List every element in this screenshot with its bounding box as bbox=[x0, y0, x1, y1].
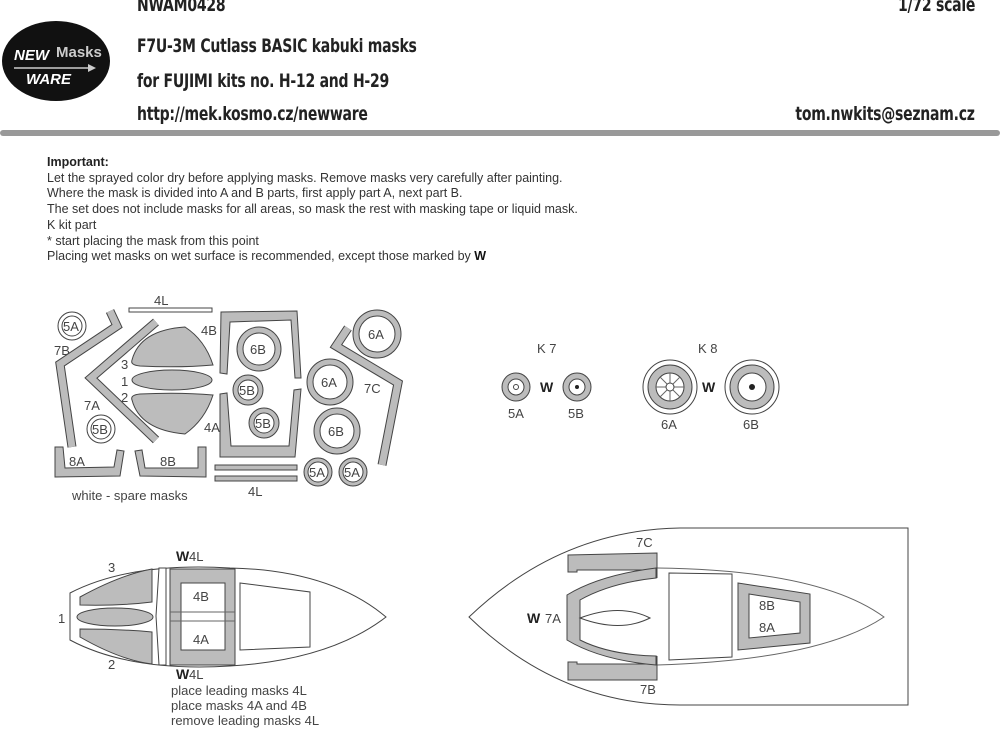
diagram-label: 5A bbox=[63, 319, 79, 334]
diagram-label: 8B bbox=[160, 454, 176, 469]
ring-masks: 6B 5B 5B 6A 6B 6A 5A 5A bbox=[232, 309, 402, 487]
step-2: place masks 4A and 4B bbox=[171, 698, 307, 713]
diagram-label: 3 bbox=[121, 357, 128, 372]
product-subtitle: for FUJIMI kits no. H-12 and H-29 bbox=[137, 70, 390, 92]
diagram-label: W bbox=[527, 610, 541, 626]
instruction-line: The set does not include masks for all a… bbox=[47, 202, 578, 217]
diagram-label: 7A bbox=[84, 398, 100, 413]
diagram-label: 6B bbox=[743, 417, 759, 432]
mask-7C-placed bbox=[567, 552, 658, 579]
diagram-label: 4B bbox=[201, 323, 217, 338]
instruction-line: Let the sprayed color dry before applyin… bbox=[47, 170, 563, 185]
diagram-label: 6B bbox=[328, 424, 344, 439]
step-3: remove leading masks 4L bbox=[171, 713, 319, 728]
product-code: NWAM0428 bbox=[137, 0, 226, 16]
mask-8A bbox=[54, 446, 125, 478]
mask-2-placed bbox=[79, 628, 153, 665]
step-1: place leading masks 4L bbox=[171, 683, 307, 698]
diagram-label: K 8 bbox=[698, 341, 718, 356]
instructions: Important: Let the sprayed color dry bef… bbox=[47, 155, 578, 265]
diagram-label: 7B bbox=[54, 343, 70, 358]
instruction-line: * start placing the mask from this point bbox=[47, 233, 259, 248]
instruction-line: Placing wet masks on wet surface is reco… bbox=[47, 249, 487, 264]
diagram-label: 4B bbox=[193, 589, 209, 604]
mask-4L-a bbox=[214, 464, 298, 471]
diagram-label: WARE bbox=[26, 71, 72, 88]
instruction-line: Where the mask is divided into A and B p… bbox=[47, 186, 463, 201]
diagram-label: 4L bbox=[189, 549, 203, 564]
diagram-label: 5B bbox=[568, 406, 584, 421]
diagram-label: 5A bbox=[309, 465, 325, 480]
diagram-label: 6A bbox=[368, 327, 384, 342]
website-link[interactable]: http://mek.kosmo.cz/newware bbox=[137, 103, 368, 125]
instructions-heading: Important: bbox=[47, 155, 109, 169]
diagram-label: W bbox=[176, 666, 190, 682]
scale-label: 1/72 scale bbox=[897, 0, 975, 16]
diagram-label: 5A bbox=[344, 465, 360, 480]
diagram-label: K 7 bbox=[537, 341, 557, 356]
mask-sheet: 4L 5A 7B 7A 5B 3 1 2 4B 4A 4L 6B 5B 5B bbox=[54, 293, 404, 503]
mask-8B bbox=[134, 446, 207, 478]
mask-3 bbox=[131, 326, 214, 368]
canopy-rear-diagram: 7C 7B W 7A 8B 8A bbox=[468, 527, 909, 706]
spare-masks-note: white - spare masks bbox=[71, 488, 188, 503]
diagram-label: 1 bbox=[121, 374, 128, 389]
diagram-label: 8B bbox=[759, 598, 775, 613]
w-symbol: W bbox=[474, 249, 487, 264]
mask-1-placed bbox=[76, 607, 154, 627]
header-divider bbox=[0, 130, 1000, 136]
diagram-label: 5A bbox=[508, 406, 524, 421]
diagram-label: 5B bbox=[92, 422, 108, 437]
diagram-label: 5B bbox=[239, 383, 255, 398]
diagram-label: 5B bbox=[255, 416, 271, 431]
diagram-label: 3 bbox=[108, 560, 115, 575]
diagram-label: 1 bbox=[58, 611, 65, 626]
wheels: K 7 K 8 W 5A 5B W 6A 6B bbox=[501, 341, 780, 432]
diagram-label: 6B bbox=[250, 342, 266, 357]
diagram-label: 4A bbox=[193, 632, 209, 647]
diagram-label: 4A bbox=[204, 420, 220, 435]
diagram-label: W bbox=[540, 379, 554, 395]
diagram-label: 4L bbox=[248, 484, 262, 499]
diagram-label: 7C bbox=[636, 535, 653, 550]
label-4L: 4L bbox=[154, 293, 168, 308]
diagram-label: 6A bbox=[321, 375, 337, 390]
product-title: F7U-3M Cutlass BASIC kabuki masks bbox=[137, 35, 417, 57]
diagram-label: 7A bbox=[545, 611, 561, 626]
mask-7B bbox=[56, 309, 122, 448]
logo: NEW Masks WARE bbox=[2, 21, 110, 101]
mask-7C bbox=[331, 326, 402, 466]
diagram-label: W bbox=[176, 548, 190, 564]
mask-4A bbox=[219, 388, 302, 458]
diagram-label: 6A bbox=[661, 417, 677, 432]
diagram-label: 7C bbox=[364, 381, 381, 396]
canopy-front-diagram: 3 1 2 4B 4A W 4L W 4L place leading mask… bbox=[58, 548, 387, 728]
diagram-label: 8A bbox=[759, 620, 775, 635]
diagram-label: 8A bbox=[69, 454, 85, 469]
mask-7A-placed bbox=[566, 567, 657, 666]
diagram-label: W bbox=[702, 379, 716, 395]
mask-4L-spare bbox=[128, 307, 213, 313]
mask-7A bbox=[85, 319, 159, 443]
instruction-line: K kit part bbox=[47, 217, 97, 232]
mask-4B bbox=[219, 310, 302, 379]
diagram-label: 7B bbox=[640, 682, 656, 697]
mask-4L-b bbox=[214, 475, 298, 482]
diagram-label: Masks bbox=[56, 44, 102, 61]
email-link[interactable]: tom.nwkits@seznam.cz bbox=[795, 103, 976, 125]
diagram-label: 2 bbox=[108, 657, 115, 672]
mask-3-placed bbox=[79, 568, 153, 606]
diagram-label: NEW bbox=[14, 47, 51, 64]
mask-1 bbox=[131, 369, 213, 391]
mask-2 bbox=[131, 392, 214, 435]
diagram-label: 4L bbox=[189, 667, 203, 682]
diagram-label: 2 bbox=[121, 390, 128, 405]
